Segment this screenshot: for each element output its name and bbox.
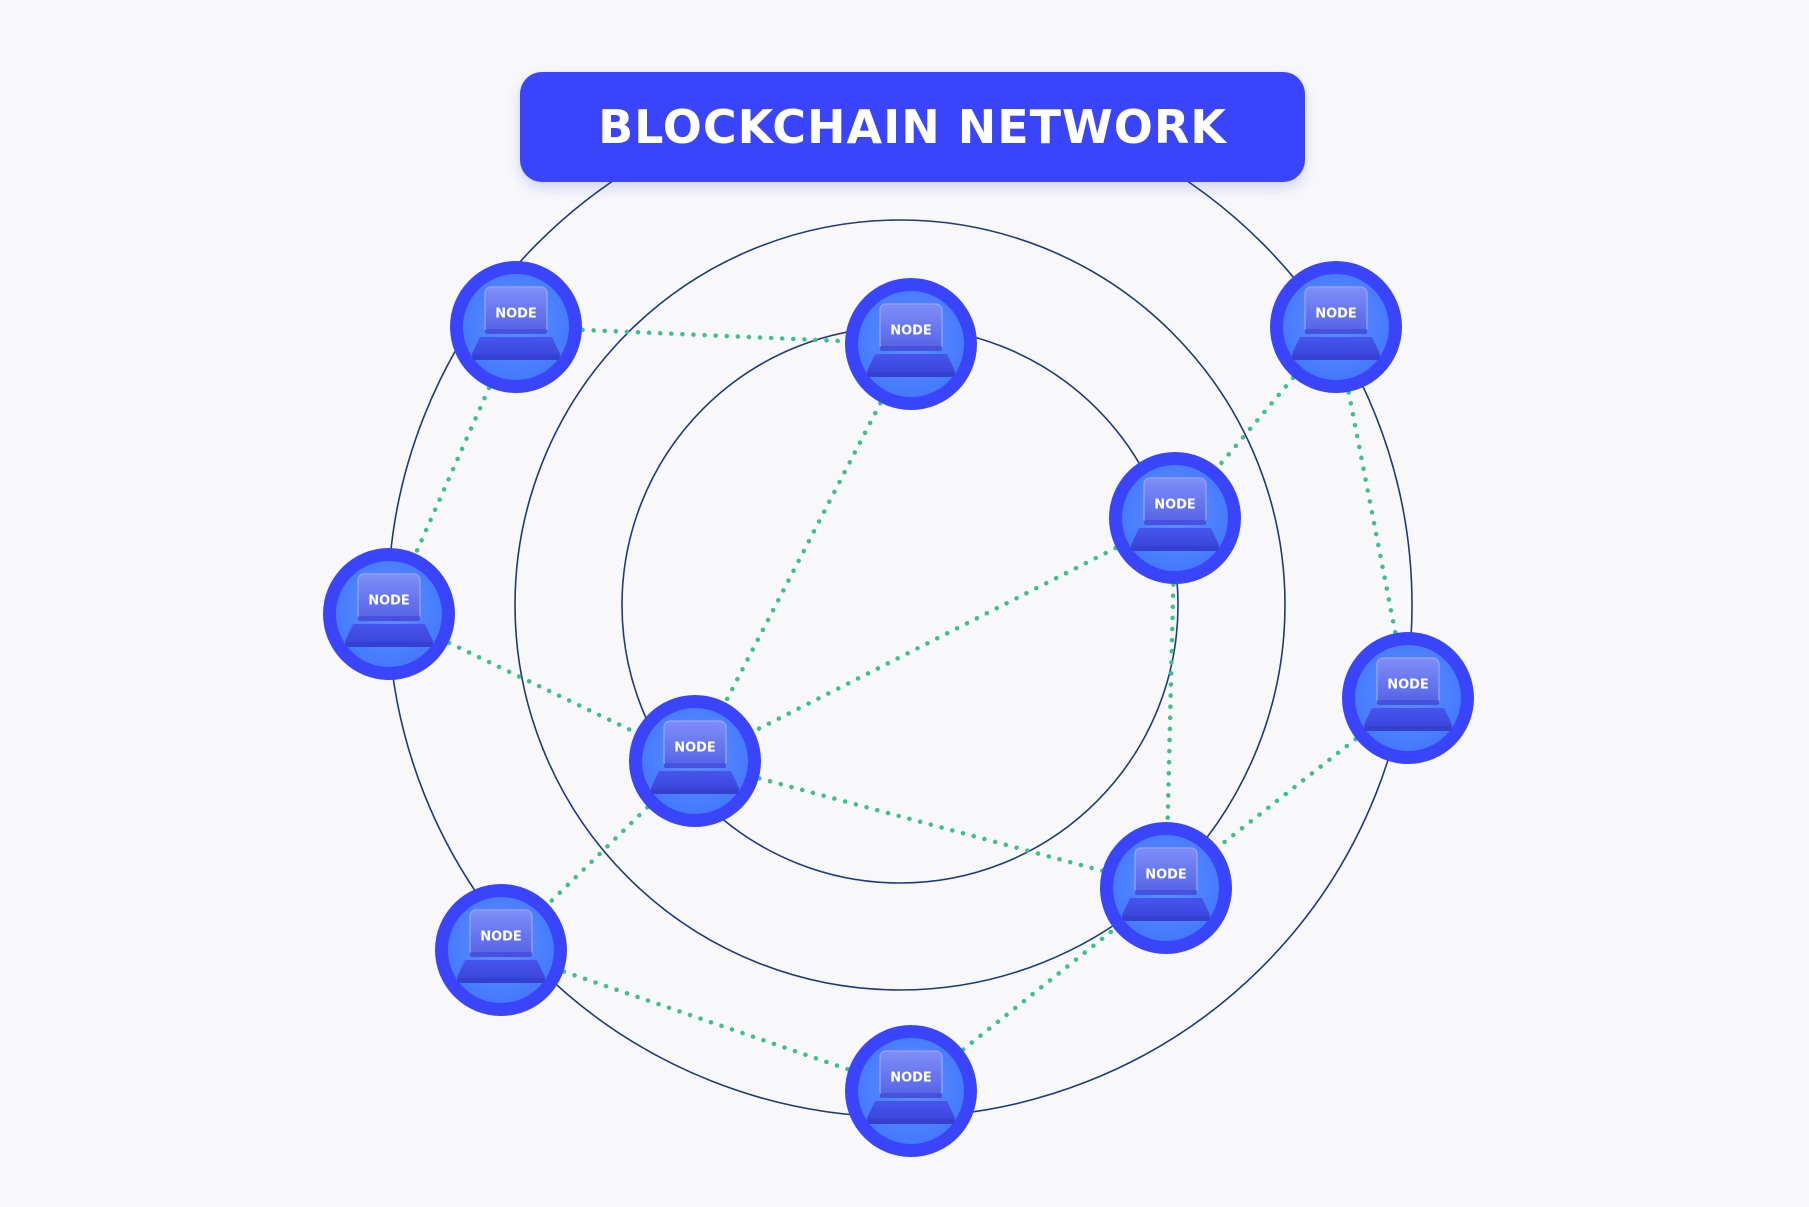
network-node[interactable]: NODE	[450, 261, 582, 393]
network-node[interactable]: NODE	[1270, 261, 1402, 393]
network-node[interactable]: NODE	[1342, 632, 1474, 764]
laptop-icon: NODE	[1364, 657, 1452, 731]
peer-link	[386, 324, 519, 617]
middle-ring	[514, 219, 1286, 991]
node-label: NODE	[1145, 868, 1187, 883]
peer-link	[692, 515, 1178, 764]
node-label: NODE	[495, 307, 537, 322]
laptop-icon: NODE	[1122, 847, 1210, 921]
node-label: NODE	[890, 324, 932, 339]
node-label: NODE	[1387, 678, 1429, 693]
laptop-icon: NODE	[1292, 286, 1380, 360]
network-node[interactable]: NODE	[629, 695, 761, 827]
node-label: NODE	[674, 741, 716, 756]
node-label: NODE	[890, 1071, 932, 1086]
laptop-icon: NODE	[1131, 477, 1219, 551]
network-node[interactable]: NODE	[323, 548, 455, 680]
peer-link	[692, 341, 914, 764]
peer-link	[692, 758, 1169, 891]
network-node[interactable]: NODE	[1100, 822, 1232, 954]
page-title: BLOCKCHAIN NETWORK	[598, 100, 1227, 154]
network-node[interactable]: NODE	[1109, 452, 1241, 584]
laptop-icon: NODE	[457, 909, 545, 983]
nodes-layer: NODE NODE NODE NODE NODE NODE NODE NODE NODE NODE	[323, 261, 1474, 1157]
peer-link	[1333, 324, 1411, 701]
network-node[interactable]: NODE	[845, 278, 977, 410]
network-node[interactable]: NODE	[845, 1025, 977, 1157]
laptop-icon: NODE	[651, 720, 739, 794]
node-label: NODE	[368, 594, 410, 609]
node-label: NODE	[1154, 498, 1196, 513]
laptop-icon: NODE	[867, 303, 955, 377]
laptop-icon: NODE	[472, 286, 560, 360]
node-label: NODE	[480, 930, 522, 945]
laptop-icon: NODE	[867, 1050, 955, 1124]
title-banner: BLOCKCHAIN NETWORK	[520, 72, 1305, 182]
network-node[interactable]: NODE	[435, 884, 567, 1016]
laptop-icon: NODE	[345, 573, 433, 647]
node-label: NODE	[1315, 307, 1357, 322]
